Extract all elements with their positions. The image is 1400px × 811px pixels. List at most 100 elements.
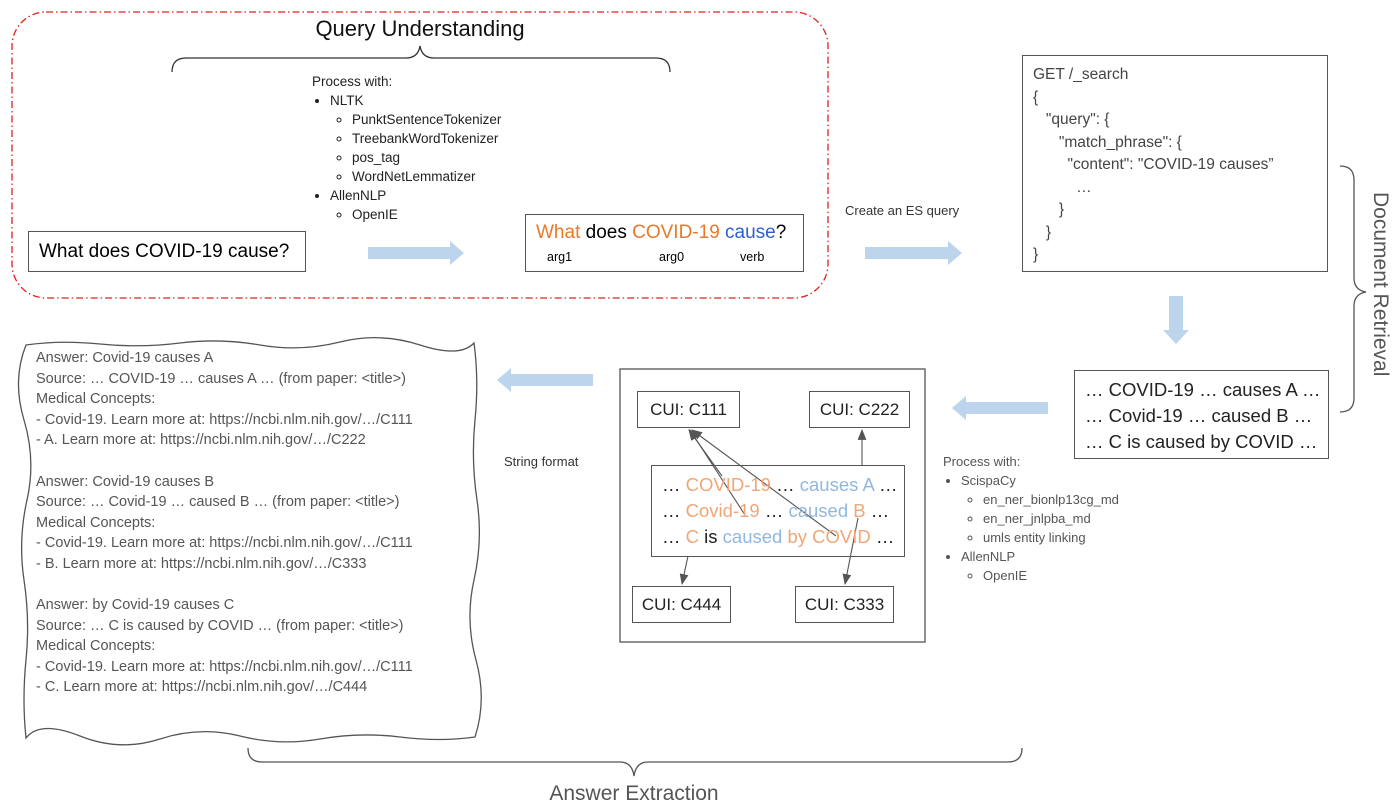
cui-c333: CUI: C333 <box>795 586 894 623</box>
answer-line: Answer: by Covid-19 causes C <box>36 597 235 613</box>
entity-covid: COVID-19 <box>685 474 771 495</box>
document-retrieval-title: Document Retrieval <box>1369 192 1392 377</box>
question-box: What does COVID-19 cause? <box>28 231 306 272</box>
arrow-question-to-srl <box>368 241 464 265</box>
tool-allennlp: AllenNLP OpenIE <box>330 186 501 224</box>
string-format-label: String format <box>504 454 579 469</box>
answer-document: Answer: Covid-19 causes A Source: … COVI… <box>36 348 413 698</box>
srl-word-cause: cause <box>725 222 776 243</box>
tool-nltk-subs: PunktSentenceTokenizer TreebankWordToken… <box>330 110 501 186</box>
link-c-to-c444 <box>679 555 689 586</box>
es-query-line: "query": { <box>1033 111 1110 128</box>
relation-caused: caused <box>788 500 849 521</box>
entity-linking-container <box>619 368 926 643</box>
text-span: … <box>870 526 895 547</box>
relation-causes-a: causes A <box>799 474 874 495</box>
link-s2-covid-to-c111 <box>689 429 746 516</box>
query-tools-list: Process with: NLTK PunktSentenceTokenize… <box>312 72 501 224</box>
linked-sentence-2: … Covid-19 … caused B … <box>662 498 904 524</box>
answer-line: Medical Concepts: <box>36 391 156 407</box>
tool-allennlp-2: AllenNLP OpenIE <box>961 547 1119 585</box>
retrieved-doc-line: … COVID-19 … causes A … <box>1085 379 1321 400</box>
srl-word-covid: COVID-19 <box>632 222 720 243</box>
entity-c: C <box>685 526 700 547</box>
tool-sub-item: pos_tag <box>352 148 501 167</box>
answer-line: Medical Concepts: <box>36 514 156 531</box>
question-text: What does COVID-19 cause? <box>39 240 290 262</box>
link-s3-covid-to-c111 <box>691 429 837 537</box>
srl-word-what: What <box>536 222 581 243</box>
query-understanding-title: Query Understanding <box>315 16 525 41</box>
answer-line: - Covid-19. Learn more at: https://ncbi.… <box>36 535 413 551</box>
cui-c444: CUI: C444 <box>632 586 731 623</box>
text-span: … <box>662 474 686 495</box>
srl-sentence: What does COVID-19 cause? <box>536 222 786 244</box>
linked-sentence-3: … C is caused by COVID … <box>662 524 904 550</box>
srl-box: What does COVID-19 cause? arg1 arg0 verb <box>525 214 804 272</box>
query-understanding-brace <box>171 45 671 73</box>
answer-block-2: Answer: Covid-19 causes B Source: … Covi… <box>36 472 413 575</box>
tool-nltk: NLTK PunktSentenceTokenizer TreebankWord… <box>330 91 501 186</box>
arrow-results-to-linking <box>952 396 1048 420</box>
tool-nltk-label: NLTK <box>330 93 364 108</box>
text-span: … <box>759 500 789 521</box>
es-query-line: { <box>1033 88 1039 106</box>
linked-sentences-box: … COVID-19 … causes A … … Covid-19 … cau… <box>651 465 905 557</box>
answer-block-3: Answer: by Covid-19 causes C Source: … C… <box>36 595 413 698</box>
es-query-box: GET /_search{ "query": { "match_phrase":… <box>1022 55 1328 272</box>
answer-document-outline <box>17 337 482 746</box>
create-es-query-label: Create an ES query <box>845 203 960 218</box>
answer-line: Source: … COVID-19 … causes A … (from pa… <box>36 370 406 387</box>
answer-line: Answer: Covid-19 causes A <box>36 350 214 366</box>
answer-spacer <box>36 451 413 472</box>
entity-by-covid: by COVID <box>787 526 871 547</box>
es-query-code: GET /_search{ "query": { "match_phrase":… <box>1033 64 1327 267</box>
text-span: … <box>865 500 890 521</box>
srl-word-does: does <box>580 222 633 243</box>
answer-extraction-title: Answer Extraction <box>549 782 719 805</box>
es-query-line: "match_phrase": { <box>1033 133 1182 151</box>
tool-allennlp-2-subs: OpenIE <box>961 566 1119 585</box>
tool-sub-item: PunktSentenceTokenizer <box>352 110 501 129</box>
tool-sub-item: WordNetLemmatizer <box>352 167 501 186</box>
query-process-with-label: Process with: <box>312 74 393 89</box>
tool-allennlp-label: AllenNLP <box>330 188 387 203</box>
text-span: … <box>662 500 686 521</box>
linking-tools-list: Process with: ScispaCy en_ner_bionlp13cg… <box>943 452 1119 585</box>
es-query-line: … <box>1033 178 1092 196</box>
tool-sub-item: en_ner_jnlpba_md <box>983 509 1119 528</box>
es-query-line: } <box>1033 223 1052 241</box>
link-b-to-c333 <box>842 517 859 586</box>
tool-allennlp-subs: OpenIE <box>330 205 501 224</box>
arrow-query-to-results <box>1163 296 1189 344</box>
tool-scispacy: ScispaCy en_ner_bionlp13cg_md en_ner_jnl… <box>961 471 1119 547</box>
relation-caused: caused <box>722 526 783 547</box>
arrow-linking-to-answers <box>497 368 593 392</box>
retrieved-docs-box: … COVID-19 … causes A … … Covid-19 … cau… <box>1074 370 1329 459</box>
answer-line: Source: … C is caused by COVID … (from p… <box>36 617 404 634</box>
es-query-line: "content": "COVID-19 causes” <box>1033 156 1274 173</box>
tool-sub-item: en_ner_bionlp13cg_md <box>983 490 1119 509</box>
text-span: … <box>662 526 686 547</box>
answer-line: - Covid-19. Learn more at: https://ncbi.… <box>36 658 413 675</box>
srl-label-arg0: arg0 <box>659 250 685 264</box>
text-span: … <box>770 474 800 495</box>
entity-b: B <box>853 500 866 521</box>
answer-line: - B. Learn more at: https://ncbi.nlm.nih… <box>36 555 367 572</box>
tool-sub-item: OpenIE <box>352 205 501 224</box>
es-query-line: } <box>1033 201 1065 218</box>
tool-sub-item: TreebankWordTokenizer <box>352 129 501 148</box>
answer-spacer <box>36 574 413 595</box>
arrow-to-es-query <box>865 241 962 265</box>
srl-word-qmark: ? <box>775 222 787 243</box>
tool-scispacy-label: ScispaCy <box>961 473 1016 488</box>
query-tool-list: NLTK PunktSentenceTokenizer TreebankWord… <box>312 91 501 224</box>
answer-line: Answer: Covid-19 causes B <box>36 473 215 490</box>
answer-line: - A. Learn more at: https://ncbi.nlm.nih… <box>36 432 366 448</box>
answer-line: - C. Learn more at: https://ncbi.nlm.nih… <box>36 679 368 695</box>
linking-process-with-label: Process with: <box>943 454 1021 469</box>
answer-extraction-brace <box>247 747 1023 777</box>
answer-line: Medical Concepts: <box>36 638 156 654</box>
query-understanding-region <box>11 11 829 299</box>
linking-tool-list: ScispaCy en_ner_bionlp13cg_md en_ner_jnl… <box>943 471 1119 585</box>
